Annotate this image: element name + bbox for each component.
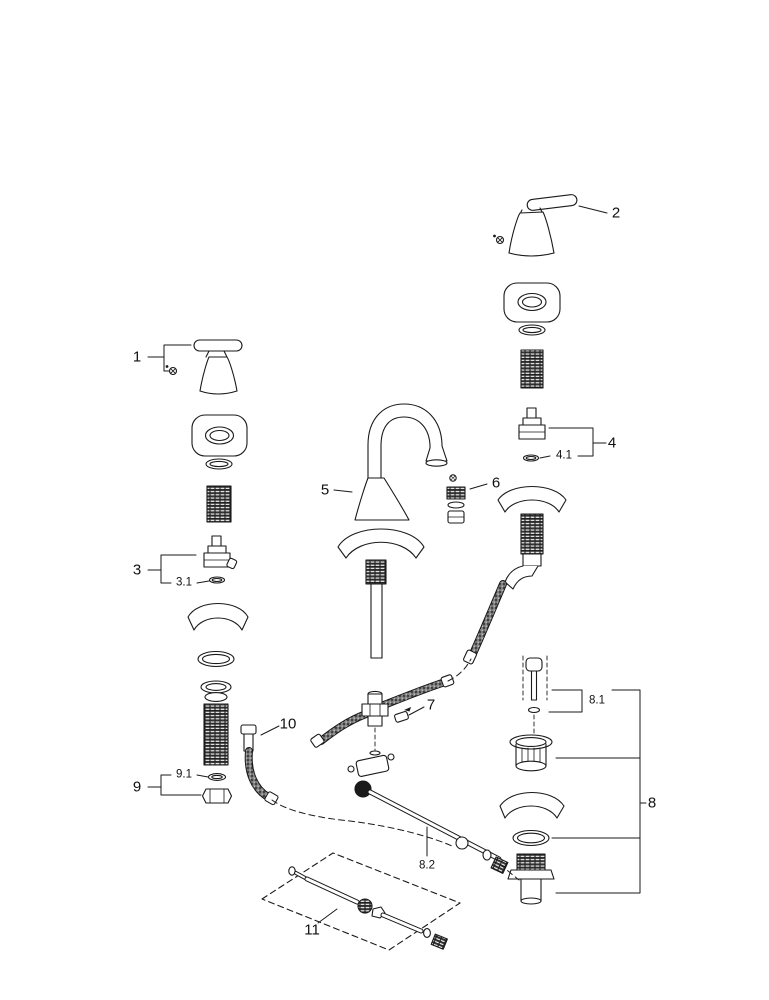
part-label-5: 5 xyxy=(320,481,330,499)
part-label-9-1: 9.1 xyxy=(176,768,192,781)
callout-lines xyxy=(147,205,647,924)
tee-connector xyxy=(310,674,455,748)
part-label-6: 6 xyxy=(491,474,501,492)
left-threaded-shank xyxy=(206,485,232,523)
drain-escutcheon xyxy=(499,791,565,819)
left-valve-escutcheon xyxy=(187,602,249,631)
right-cartridge xyxy=(518,407,546,440)
aerator-parts xyxy=(446,474,466,524)
part-label-2: 2 xyxy=(611,204,621,222)
part-label-8-2: 8.2 xyxy=(419,859,435,872)
drain-flange xyxy=(509,734,553,772)
left-threaded-tube xyxy=(203,703,229,766)
left-cartridge-o-ring xyxy=(208,576,226,584)
part-label-4-1: 4.1 xyxy=(556,449,572,462)
spout-assembly xyxy=(337,403,448,659)
pivot-rod-kit xyxy=(261,852,461,951)
right-valve-body xyxy=(463,485,567,665)
right-handle-lever xyxy=(508,194,578,257)
right-escutcheon xyxy=(503,282,561,323)
part-label-8: 8 xyxy=(647,794,657,812)
left-handle-lever xyxy=(193,339,243,395)
horizontal-lift-rod xyxy=(367,789,509,874)
part-label-1: 1 xyxy=(132,348,142,366)
left-handle-screw-icon xyxy=(165,365,178,376)
right-threaded-shank xyxy=(520,349,544,389)
part-label-3-1: 3.1 xyxy=(176,576,192,589)
left-cartridge xyxy=(203,535,238,570)
part-label-10: 10 xyxy=(279,715,297,733)
part-label-7: 7 xyxy=(426,696,436,714)
part-label-9: 9 xyxy=(132,778,142,796)
lift-rod-knob xyxy=(522,655,548,736)
part-label-8-1: 8.1 xyxy=(589,694,605,707)
drain-o-ring xyxy=(512,829,550,847)
right-o-ring xyxy=(518,324,546,336)
left-friction-washer xyxy=(207,773,227,781)
assembly-guides xyxy=(271,658,520,881)
right-handle-screw-icon xyxy=(493,234,505,245)
left-mounting-nut xyxy=(201,788,233,804)
part-label-11: 11 xyxy=(304,921,320,939)
part-label-4: 4 xyxy=(607,434,617,452)
drain-tailpiece xyxy=(507,853,555,905)
part-label-3: 3 xyxy=(132,561,142,579)
left-escutcheon xyxy=(191,414,248,457)
right-cartridge-o-ring xyxy=(522,454,540,462)
mounting-hardware xyxy=(347,727,395,798)
supply-elbow-hose xyxy=(240,724,279,806)
left-large-gasket xyxy=(197,650,235,668)
left-washer-stack xyxy=(200,680,232,702)
left-o-ring xyxy=(205,458,233,470)
